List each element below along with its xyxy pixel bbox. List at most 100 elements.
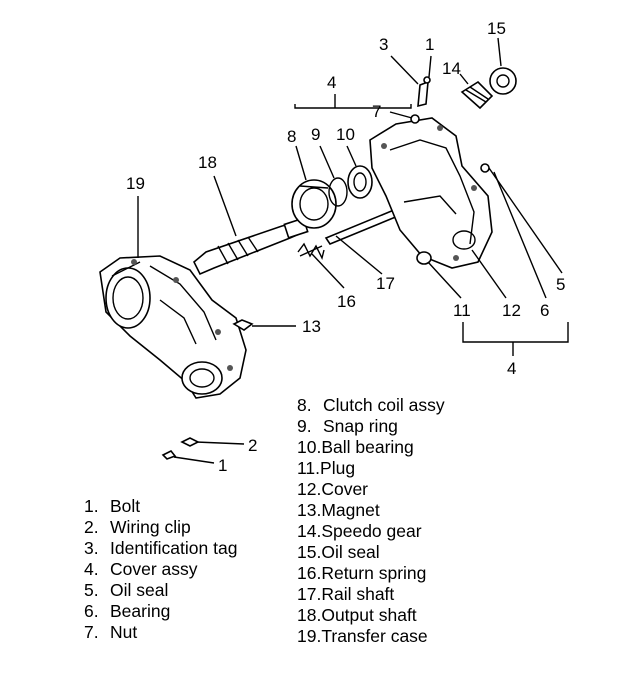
legend-item: 6. Bearing — [84, 601, 237, 622]
legend-item: 8. Clutch coil assy — [297, 395, 445, 416]
legend-item: 16.Return spring — [297, 563, 445, 584]
legend-num: 11. — [297, 458, 321, 478]
callout-14: 14 — [442, 59, 461, 78]
callout-18: 18 — [198, 153, 217, 172]
legend-label: Cover assy — [110, 559, 198, 579]
legend-left: 1. Bolt 2. Wiring clip 3. Identification ta… — [84, 496, 237, 643]
callout-15: 15 — [487, 19, 506, 38]
legend-label: Cover — [321, 479, 369, 499]
callout-13: 13 — [302, 317, 321, 336]
callout-1-top: 1 — [425, 35, 434, 54]
return-spring-part — [297, 242, 325, 261]
legend-item: 10.Ball bearing — [297, 437, 445, 458]
legend-num: 2. — [84, 517, 99, 537]
speedo-gear-part — [460, 80, 494, 110]
snap-ring-part — [328, 177, 348, 207]
legend-num: 13. — [297, 500, 322, 520]
legend-label: Bearing — [110, 601, 171, 621]
legend-num: 8. — [297, 395, 312, 415]
callout-6: 6 — [540, 301, 549, 320]
legend-item: 19.Transfer case — [297, 626, 445, 647]
legend-item: 18.Output shaft — [297, 605, 445, 626]
ball-bearing-part — [347, 165, 373, 199]
output-shaft-part — [193, 217, 309, 276]
legend-item: 3. Identification tag — [84, 538, 237, 559]
callout-17: 17 — [376, 274, 395, 293]
legend-item: 1. Bolt — [84, 496, 237, 517]
legend-label: Transfer case — [321, 626, 428, 646]
legend-label: Snap ring — [323, 416, 398, 436]
callout-2: 2 — [248, 436, 257, 455]
legend-num: 4. — [84, 559, 99, 579]
legend-item: 17.Rail shaft — [297, 584, 445, 605]
callout-5: 5 — [556, 275, 565, 294]
callout-12: 12 — [502, 301, 521, 320]
legend-num: 12. — [297, 479, 322, 499]
legend-label: Nut — [110, 622, 138, 642]
legend-num: 14. — [297, 521, 322, 541]
legend-num: 19. — [297, 626, 322, 646]
cover-part — [369, 117, 493, 269]
legend-num: 17. — [297, 584, 322, 604]
legend-label: Plug — [320, 458, 356, 478]
legend-item: 9. Snap ring — [297, 416, 445, 437]
legend-item: 13.Magnet — [297, 500, 445, 521]
legend-item: 5. Oil seal — [84, 580, 237, 601]
legend-num: 10. — [297, 437, 322, 457]
plug-part — [416, 251, 432, 265]
bolt-lower-part — [161, 449, 177, 460]
legend-label: Identification tag — [110, 538, 238, 558]
callout-19: 19 — [126, 174, 145, 193]
callout-8: 8 — [287, 127, 296, 146]
legend-item: 4. Cover assy — [84, 559, 237, 580]
callout-11: 11 — [453, 301, 471, 320]
bearing-part — [480, 163, 490, 173]
callout-16: 16 — [337, 292, 356, 311]
legend-label: Speedo gear — [321, 521, 422, 541]
legend-num: 9. — [297, 416, 312, 436]
legend-num: 15. — [297, 542, 322, 562]
legend-label: Ball bearing — [321, 437, 414, 457]
callout-4-bottom: 4 — [507, 359, 516, 378]
legend-label: Oil seal — [321, 542, 380, 562]
legend-num: 16. — [297, 563, 322, 583]
legend-right: 8. Clutch coil assy 9. Snap ring 10.Ball b… — [297, 395, 445, 647]
legend-label: Clutch coil assy — [323, 395, 445, 415]
legend-item: 2. Wiring clip — [84, 517, 237, 538]
identification-tag-part — [417, 80, 429, 108]
callout-4-top: 4 — [327, 73, 336, 92]
legend-num: 5. — [84, 580, 99, 600]
legend-num: 3. — [84, 538, 99, 558]
legend-item: 15.Oil seal — [297, 542, 445, 563]
nut-part — [410, 114, 420, 124]
oil-seal-upper-part — [489, 67, 517, 95]
legend-num: 18. — [297, 605, 322, 625]
legend-label: Rail shaft — [321, 584, 395, 604]
rail-shaft-part — [324, 209, 400, 245]
legend-item: 11.Plug — [297, 458, 445, 479]
legend-label: Return spring — [321, 563, 427, 583]
legend-label: Magnet — [321, 500, 380, 520]
legend-label: Output shaft — [321, 605, 417, 625]
magnet-part — [232, 319, 254, 331]
callout-7: 7 — [372, 102, 381, 121]
callout-3: 3 — [379, 35, 388, 54]
callout-1-bottom: 1 — [218, 456, 227, 475]
legend-item: 12.Cover — [297, 479, 445, 500]
callout-9: 9 — [311, 125, 320, 144]
transfer-case-part — [99, 255, 247, 399]
legend-item: 7. Nut — [84, 622, 237, 643]
bolt-upper-part — [423, 76, 431, 84]
legend-item: 14.Speedo gear — [297, 521, 445, 542]
legend-num: 1. — [84, 496, 99, 516]
legend-label: Wiring clip — [110, 517, 191, 537]
legend-num: 7. — [84, 622, 99, 642]
clutch-coil-assy-part — [291, 179, 337, 229]
wiring-clip-part — [180, 437, 200, 447]
legend-label: Oil seal — [110, 580, 169, 600]
leader-lines — [137, 37, 569, 464]
callout-10: 10 — [336, 125, 355, 144]
legend-label: Bolt — [110, 496, 141, 516]
legend-num: 6. — [84, 601, 99, 621]
